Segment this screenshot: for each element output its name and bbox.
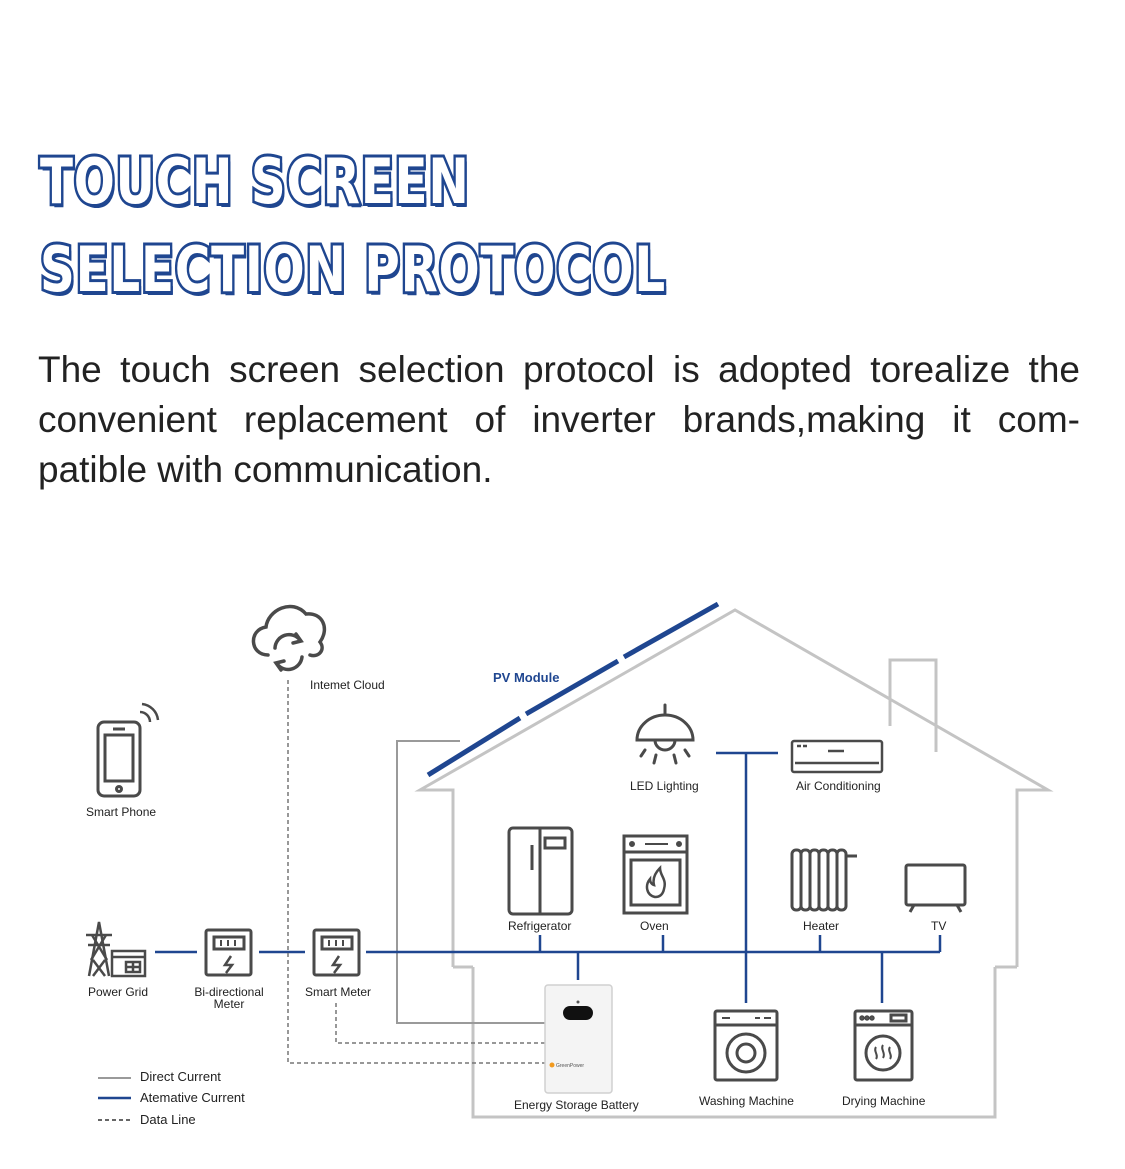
heater-label: Heater	[803, 919, 839, 933]
cloud-icon	[251, 604, 327, 672]
oven-icon	[622, 834, 689, 915]
bidirectional-meter-label-1: Bi-directional	[194, 985, 263, 999]
description-line-1: The touch screen selection protocol is a…	[38, 349, 1080, 390]
house-outline	[414, 608, 1054, 1119]
oven-label: Oven	[640, 919, 669, 933]
heater-icon	[790, 848, 857, 912]
drying-machine-label: Drying Machine	[842, 1094, 926, 1108]
energy-storage-battery-icon: GreenPower	[544, 984, 613, 1094]
power-grid-label: Power Grid	[88, 985, 148, 999]
battery-brand-label: GreenPower	[556, 1063, 584, 1069]
refrigerator-icon	[507, 826, 574, 916]
dc-line-pv	[396, 740, 545, 1024]
description-line-3: patible with communication.	[38, 449, 493, 490]
refrigerator-label: Refrigerator	[508, 919, 571, 933]
power-grid-icon	[86, 921, 147, 978]
pv-module	[426, 601, 720, 778]
led-lighting-label: LED Lighting	[630, 779, 699, 793]
tv-icon	[904, 863, 967, 913]
description: The touch screen selection protocol is a…	[38, 345, 1080, 495]
legend-alternative-current: Atemative Current	[140, 1090, 245, 1105]
bidirectional-meter-label-2: Meter	[214, 997, 245, 1011]
title-line-2: SELECTION PROTOCOL	[38, 230, 668, 309]
smart-phone-icon	[96, 702, 160, 798]
legend: Direct Current Atemative Current Data Li…	[98, 1069, 245, 1127]
ac-lines	[155, 751, 942, 1003]
legend-data-line: Data Line	[140, 1112, 196, 1127]
drying-machine-icon	[853, 1009, 914, 1082]
air-conditioning-icon	[790, 739, 884, 774]
data-lines	[287, 680, 545, 1064]
tv-label: TV	[931, 919, 946, 933]
led-lighting-icon	[635, 703, 695, 765]
description-line-2: convenient replacement of inverter brand…	[38, 399, 1080, 440]
pv-module-label: PV Module	[493, 670, 559, 685]
energy-storage-battery-label: Energy Storage Battery	[514, 1098, 639, 1112]
legend-direct-current: Direct Current	[140, 1069, 221, 1084]
internet-cloud-label: Intemet Cloud	[310, 678, 385, 692]
washing-machine-label: Washing Machine	[699, 1094, 794, 1108]
smart-phone-label: Smart Phone	[86, 805, 156, 819]
smart-meter-label: Smart Meter	[305, 985, 371, 999]
air-conditioning-label: Air Conditioning	[796, 779, 881, 793]
bidirectional-meter-icon	[204, 928, 253, 977]
washing-machine-icon	[713, 1009, 779, 1082]
smart-meter-icon	[312, 928, 361, 977]
title-line-1: TOUCH SCREEN	[38, 142, 472, 221]
